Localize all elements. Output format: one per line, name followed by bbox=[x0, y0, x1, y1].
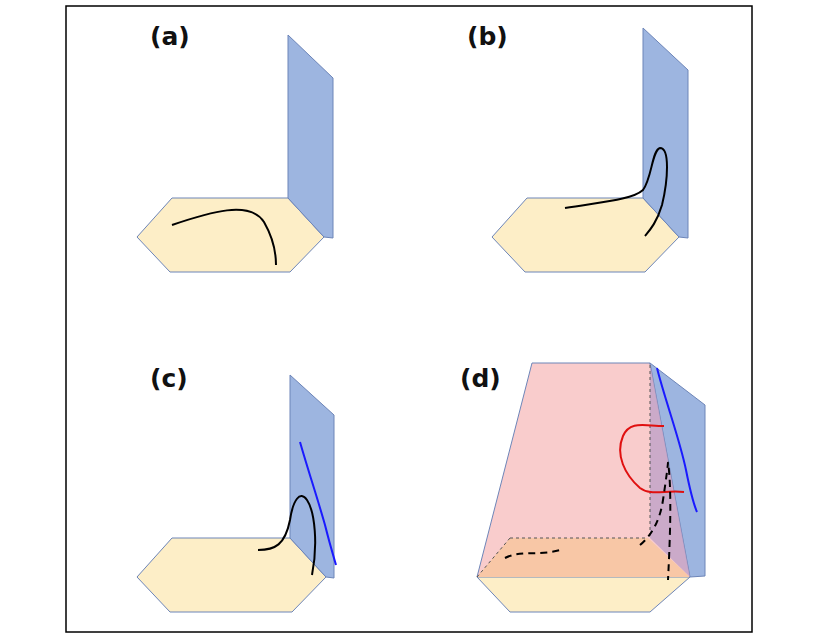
panel-label: (a) bbox=[150, 24, 190, 49]
panel-label: (c) bbox=[150, 366, 188, 391]
frame bbox=[66, 6, 752, 632]
panel-c-figure bbox=[137, 375, 336, 612]
panel-d-figure bbox=[477, 363, 705, 612]
panel-label: (b) bbox=[467, 24, 508, 49]
panel-b-figure bbox=[492, 28, 688, 272]
panel-label: (d) bbox=[460, 366, 501, 391]
panel-a-figure bbox=[137, 35, 333, 272]
